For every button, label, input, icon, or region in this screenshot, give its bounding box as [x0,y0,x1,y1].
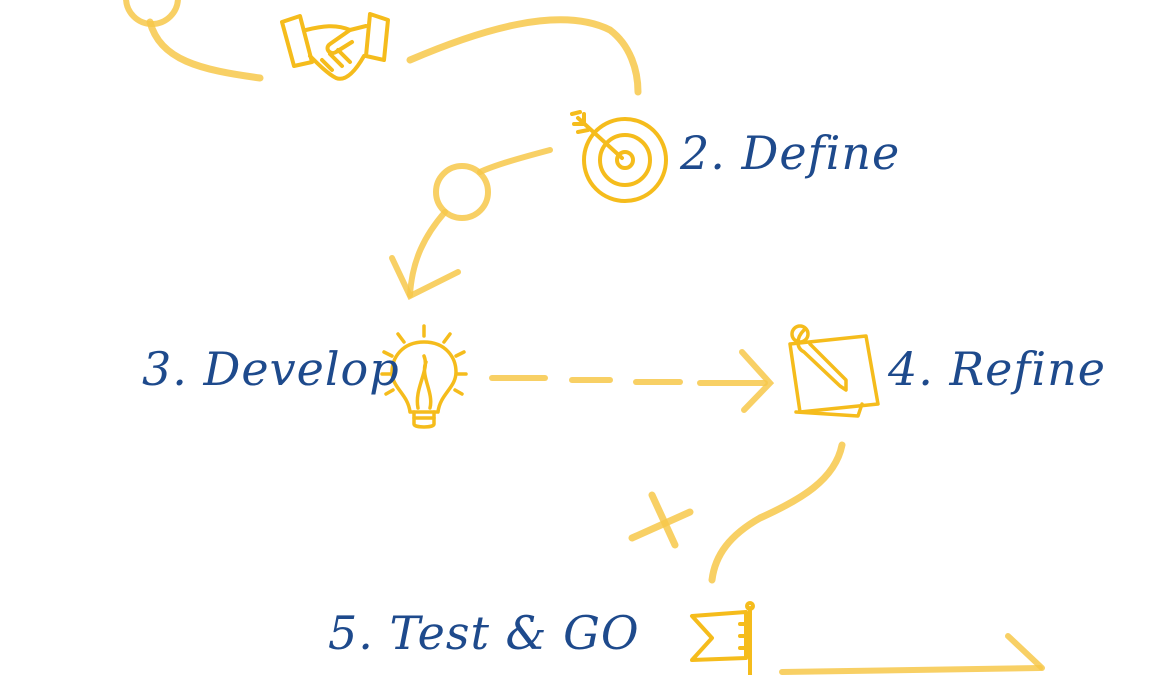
path-refine-to-test [628,441,846,584]
step-define-label: 2. Define [680,126,901,180]
lightbulb-icon [380,324,468,429]
path-bottom-arrow [779,633,1045,675]
path-top [123,0,642,96]
notepad-pencil-icon [788,324,880,418]
step-refine-label: 4. Refine [888,342,1106,396]
handshake-icon [280,12,390,81]
path-define-to-develop [389,147,553,301]
path-develop-to-refine [489,349,775,413]
step-test-go-label: 5. Test & GO [328,606,640,660]
flag-icon [690,601,755,675]
step-develop-label: 3. Develop [142,342,400,396]
target-icon [570,110,668,203]
